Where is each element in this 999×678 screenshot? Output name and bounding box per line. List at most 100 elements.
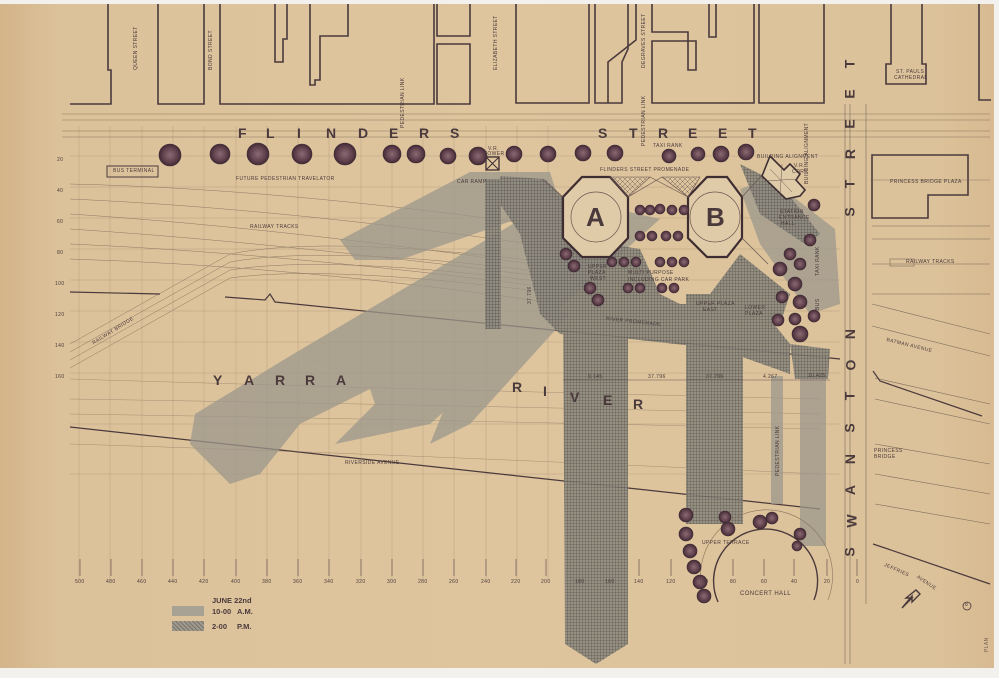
vr-core bbox=[761, 154, 807, 200]
princess-bridge-plaza-label: PRINCESS BRIDGE PLAZA bbox=[890, 179, 962, 185]
river-letter: Y bbox=[213, 372, 223, 388]
y-tick: 80 bbox=[57, 250, 64, 256]
street-letter: R bbox=[419, 125, 430, 141]
y-tick: 20 bbox=[57, 157, 64, 163]
tower-b-label: B bbox=[706, 202, 725, 232]
x-tick: 160 bbox=[605, 579, 615, 585]
bond-street-label: BOND STREET bbox=[208, 30, 214, 70]
x-tick: 420 bbox=[199, 579, 209, 585]
street-letter: T bbox=[841, 391, 858, 401]
vr-tower-label: V.R. bbox=[488, 146, 499, 152]
street-letter: W bbox=[843, 514, 860, 528]
upper-plaza-west-label: PLAZA bbox=[588, 270, 606, 276]
vr-core-label: CORE bbox=[792, 169, 809, 175]
railway-tracks-label: RAILWAY TRACKS bbox=[250, 224, 299, 230]
concert-hall bbox=[712, 528, 819, 603]
street-letter: E bbox=[389, 125, 399, 141]
lower-plaza-label: PLAZA bbox=[745, 311, 763, 317]
x-tick: 120 bbox=[666, 579, 676, 585]
car-ramp-label: CAR RAMP bbox=[457, 179, 487, 185]
river-letter: I bbox=[543, 383, 547, 399]
dimension-label: 4.267 bbox=[763, 374, 778, 380]
degraves-street-label: DEGRAVES STREET bbox=[641, 13, 647, 68]
pedestrian-link-label: PEDESTRIAN LINK bbox=[641, 95, 647, 146]
taxi-rank-label: TAXI RANK bbox=[653, 143, 683, 149]
margin-note: PLAN bbox=[984, 637, 990, 652]
x-tick: 340 bbox=[324, 579, 334, 585]
vr-tower-label: TOWER bbox=[484, 151, 505, 157]
legend-time: 10-00 bbox=[212, 607, 232, 616]
river-letter: R bbox=[633, 396, 644, 412]
river-letter: R bbox=[275, 372, 286, 388]
riverside-avenue-label: RIVERSIDE AVENUE bbox=[345, 460, 400, 466]
trees bbox=[158, 142, 821, 604]
legend-swatch-am bbox=[172, 606, 204, 616]
station-entrance-label: ENTRANCE bbox=[779, 215, 810, 221]
x-tick: 200 bbox=[541, 579, 551, 585]
river-letter: A bbox=[336, 372, 347, 388]
dimension-label: 37.796 bbox=[648, 374, 666, 380]
river-letter: V bbox=[570, 389, 580, 405]
station-entrance-label: HALL bbox=[781, 221, 796, 227]
street-letter: S bbox=[450, 125, 460, 141]
city-blocks bbox=[70, 4, 991, 105]
river-letter: A bbox=[244, 372, 255, 388]
x-tick: 460 bbox=[137, 579, 147, 585]
x-tick: 100 bbox=[699, 579, 709, 585]
street-letter: E bbox=[841, 119, 858, 129]
street-letter: T bbox=[629, 125, 638, 141]
x-tick: 320 bbox=[356, 579, 366, 585]
building-alignment-label: BUILDING ALIGNMENT bbox=[757, 154, 819, 160]
x-tick: 400 bbox=[231, 579, 241, 585]
x-tick: 140 bbox=[634, 579, 644, 585]
legend-swatch-pm bbox=[172, 621, 204, 631]
princess-bridge-label: PRINCESS bbox=[874, 448, 903, 454]
street-letter: I bbox=[297, 125, 301, 141]
street-letter: N bbox=[842, 453, 859, 465]
street-letter: L bbox=[266, 125, 275, 141]
street-letter: S bbox=[841, 547, 858, 557]
street-letter: D bbox=[358, 125, 369, 141]
x-tick: 440 bbox=[168, 579, 178, 585]
tower-a bbox=[561, 175, 630, 259]
river-letter: R bbox=[512, 379, 523, 395]
dimension-label: 37.796 bbox=[527, 286, 533, 304]
multi-purpose-label: MULTI PURPOSE bbox=[628, 270, 674, 276]
x-tick: 280 bbox=[418, 579, 428, 585]
street-letter: R bbox=[842, 148, 859, 160]
street-letter: A bbox=[842, 484, 859, 496]
legend-time: 2-00 bbox=[212, 622, 228, 631]
x-tick: 0 bbox=[856, 579, 860, 585]
street-letter: E bbox=[688, 125, 698, 141]
st-pauls-label: CATHEDRAL bbox=[894, 75, 928, 81]
y-tick: 160 bbox=[55, 374, 65, 380]
legend-period: P.M. bbox=[237, 622, 252, 631]
y-tick: 100 bbox=[55, 281, 65, 287]
legend-period: A.M. bbox=[237, 607, 253, 616]
river-letter: R bbox=[305, 372, 316, 388]
x-tick: 60 bbox=[761, 579, 768, 585]
st-pauls-label: ST. PAULS bbox=[896, 69, 925, 75]
north-arrow bbox=[901, 589, 921, 609]
street-letter: F bbox=[238, 125, 247, 141]
y-tick: 60 bbox=[57, 219, 64, 225]
street-letter: S bbox=[598, 125, 608, 141]
upper-terrace-label: UPPER TERRACE bbox=[702, 540, 750, 546]
future-travelator-label: FUTURE PEDESTRIAN TRAVELATOR bbox=[236, 176, 335, 182]
princess-bridge-label: BRIDGE bbox=[874, 454, 896, 460]
multi-purpose-label: INCLUDING CAR PARK bbox=[628, 277, 690, 283]
upper-plaza-west-label: UPPER bbox=[588, 264, 608, 270]
street-letter: N bbox=[326, 125, 337, 141]
upper-plaza-west-label: WEST bbox=[590, 276, 607, 282]
x-tick: 20 bbox=[824, 579, 831, 585]
upper-plaza-east-label: UPPER PLAZA bbox=[696, 301, 735, 307]
pedestrian-link-label: PEDESTRIAN LINK bbox=[775, 425, 781, 476]
river-letter: E bbox=[603, 392, 613, 408]
y-tick: 120 bbox=[55, 312, 65, 318]
dimension-label: 9.145 bbox=[588, 374, 603, 380]
dimension-label: 10.425 bbox=[808, 373, 826, 379]
street-letter: T bbox=[841, 179, 858, 189]
promenade-hatch bbox=[609, 176, 701, 198]
bus-label: BUS bbox=[815, 298, 821, 310]
street-letter: S bbox=[841, 423, 858, 433]
